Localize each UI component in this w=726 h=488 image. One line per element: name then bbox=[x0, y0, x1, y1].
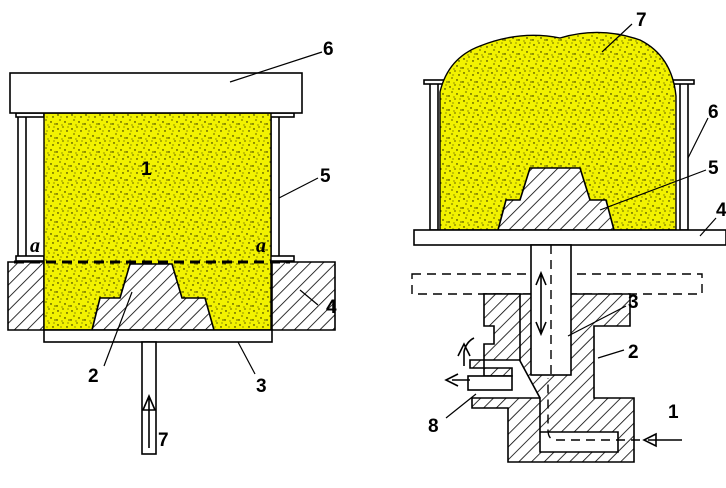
label-a-right: a bbox=[256, 235, 266, 257]
leader-r3 bbox=[567, 305, 627, 337]
pattern-2 bbox=[90, 263, 216, 331]
flask-5-right-wall bbox=[270, 112, 280, 262]
leader-r5 bbox=[599, 169, 707, 211]
leader-5 bbox=[278, 177, 319, 199]
label-r4: 4 bbox=[716, 200, 726, 221]
leader-r8 bbox=[445, 393, 477, 419]
leader-3 bbox=[237, 341, 256, 375]
pattern-plate-4 bbox=[413, 229, 726, 246]
label-r3: 3 bbox=[628, 292, 639, 313]
press-plate-6 bbox=[9, 72, 303, 114]
flask-6-right-flange bbox=[671, 79, 695, 85]
exhaust-arrow-up bbox=[457, 337, 475, 366]
pattern-plate-3 bbox=[43, 329, 273, 343]
outlet-8 bbox=[467, 375, 513, 391]
label-r1: 1 bbox=[668, 402, 679, 423]
label-3: 3 bbox=[256, 376, 267, 397]
label-r5: 5 bbox=[708, 158, 719, 179]
leader-r7 bbox=[601, 23, 633, 53]
pattern-5 bbox=[496, 167, 616, 231]
leader-6 bbox=[229, 51, 323, 83]
sand-mound-7 bbox=[439, 31, 677, 231]
label-a-left: a bbox=[30, 235, 40, 257]
label-1: 1 bbox=[141, 159, 152, 180]
label-7: 7 bbox=[158, 430, 169, 451]
flow-path-dashed bbox=[547, 378, 640, 441]
label-2: 2 bbox=[88, 366, 99, 387]
table-4-right bbox=[271, 261, 336, 331]
label-5: 5 bbox=[320, 166, 331, 187]
leader-r4 bbox=[699, 217, 717, 237]
leader-2 bbox=[103, 291, 133, 367]
right-diagram: 7 6 5 4 3 2 1 8 bbox=[411, 10, 726, 463]
flask-6-right-wall bbox=[679, 81, 689, 231]
label-r6: 6 bbox=[708, 102, 719, 123]
leader-r2 bbox=[597, 349, 625, 359]
piston-3-double-arrow bbox=[535, 270, 547, 337]
label-6: 6 bbox=[323, 39, 334, 60]
exhaust-arrow-left bbox=[444, 373, 470, 387]
label-r2: 2 bbox=[628, 342, 639, 363]
flask-5-left-wall bbox=[17, 112, 27, 262]
cylinder-2-left-wall bbox=[469, 293, 521, 377]
leader-4 bbox=[299, 289, 319, 306]
table-4 bbox=[7, 261, 45, 331]
leader-r6 bbox=[687, 117, 709, 159]
label-4: 4 bbox=[326, 297, 337, 318]
up-arrow-7 bbox=[141, 393, 157, 448]
label-r7: 7 bbox=[636, 10, 647, 31]
inlet-arrow-1 bbox=[642, 432, 682, 448]
left-diagram: 6 5 4 3 2 1 7 a a bbox=[7, 39, 337, 455]
flask-6-left-wall bbox=[429, 81, 439, 231]
label-r8: 8 bbox=[428, 416, 439, 437]
